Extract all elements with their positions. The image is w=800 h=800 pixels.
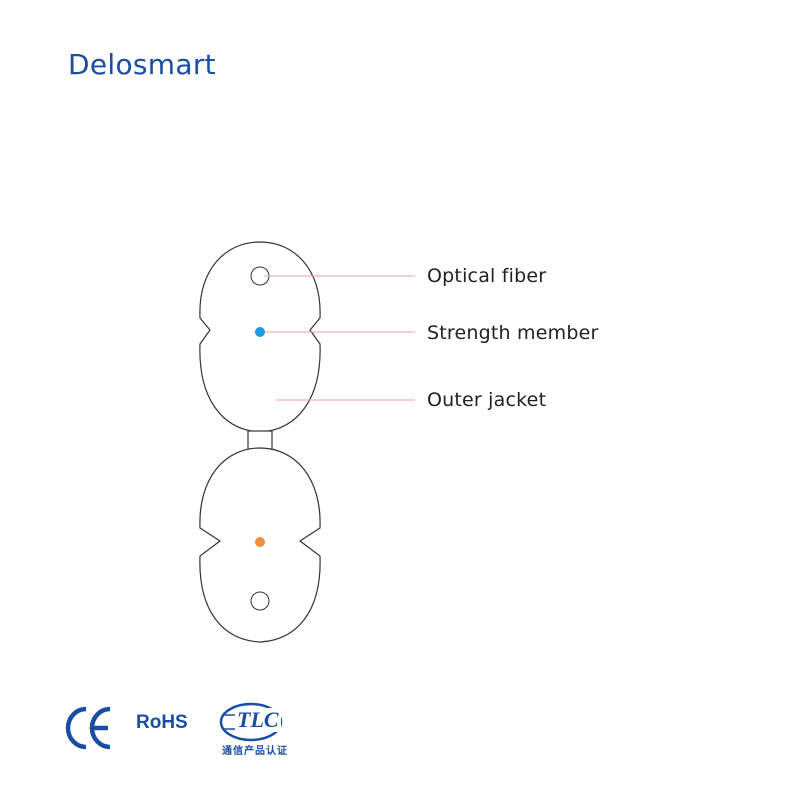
lower-optical-fiber <box>250 591 270 611</box>
certification-marks <box>65 702 283 750</box>
ce-mark-icon <box>65 706 111 750</box>
label-optical-fiber: Optical fiber <box>427 265 547 287</box>
label-outer-jacket: Outer jacket <box>427 389 547 411</box>
rohs-label: RoHS <box>136 712 188 733</box>
lower-strength-member <box>255 537 265 547</box>
connecting-web <box>247 430 273 450</box>
brand-logo: Delosmart <box>68 48 216 81</box>
tlc-logo-text: TLC <box>235 707 281 732</box>
tlc-logo-subtitle: 通信产品认证 <box>222 746 288 757</box>
upper-strength-member <box>255 327 265 337</box>
label-strength-member: Strength member <box>427 322 599 344</box>
